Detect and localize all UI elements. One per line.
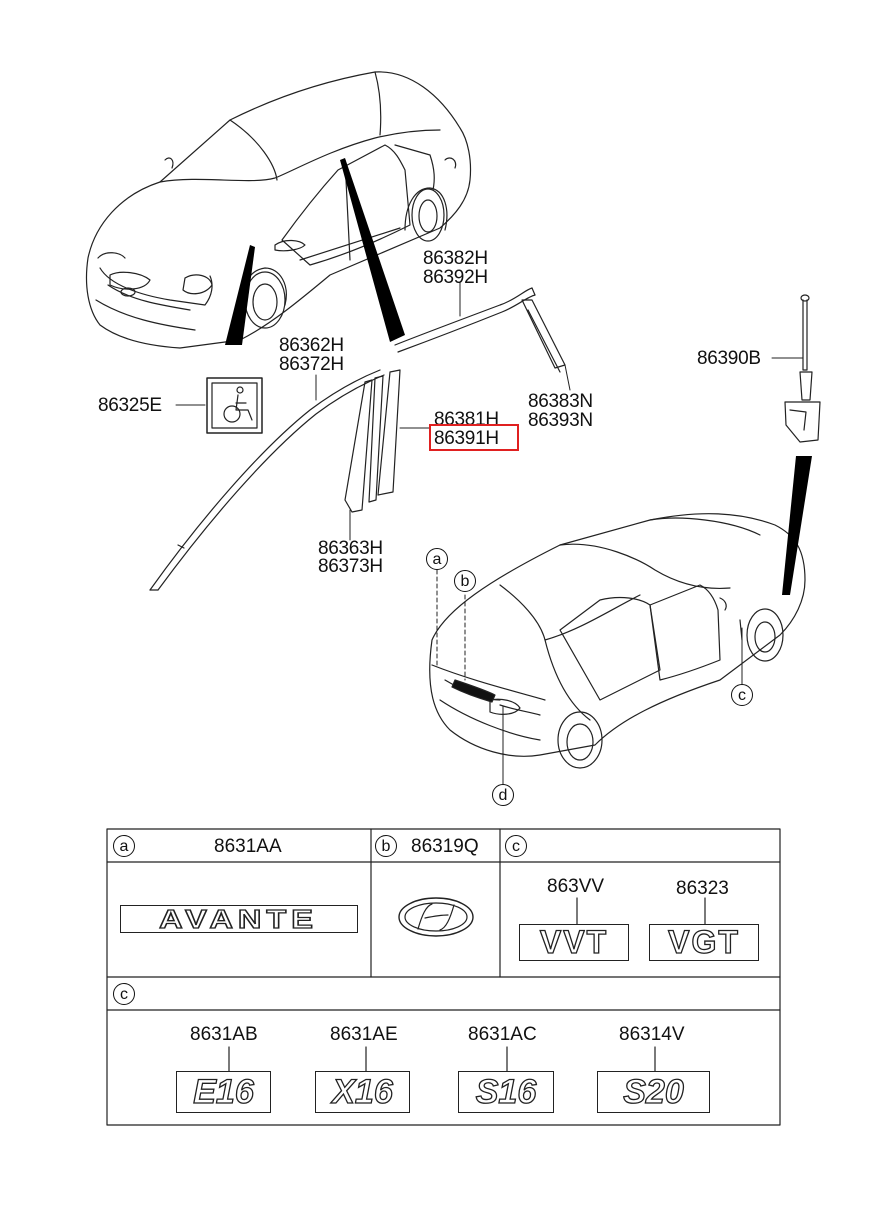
- part-8631AE: 8631AE: [330, 1024, 398, 1045]
- front-car-illustration: [85, 71, 472, 349]
- emblem-vvt: VVT: [519, 924, 629, 961]
- table-callout-c-row2: c: [113, 983, 135, 1005]
- leader-wedges: [225, 158, 812, 595]
- emblem-vgt: VGT: [649, 924, 759, 961]
- callout-a: a: [426, 548, 448, 570]
- emblem-x16: X16: [315, 1071, 410, 1113]
- label-86363H: 86363H: [318, 538, 383, 559]
- table-callout-b: b: [375, 835, 397, 857]
- label-86392H: 86392H: [423, 267, 488, 288]
- label-86382H: 86382H: [423, 248, 488, 269]
- label-86325E: 86325E: [98, 395, 162, 416]
- emblem-s20: S20: [597, 1071, 710, 1113]
- label-86383N: 86383N: [528, 391, 593, 412]
- table-callout-a: a: [113, 835, 135, 857]
- antenna-illustration: [784, 294, 821, 443]
- table-callout-c: c: [505, 835, 527, 857]
- hyundai-logo-icon: [398, 897, 474, 937]
- label-86390B: 86390B: [697, 348, 761, 369]
- part-8631AA: 8631AA: [214, 836, 282, 857]
- part-86323: 86323: [676, 878, 729, 899]
- emblem-e16: E16: [176, 1071, 271, 1113]
- roof-moulding-right: [394, 287, 536, 353]
- callout-b: b: [454, 570, 476, 592]
- emblem-avante: AVANTE: [120, 905, 358, 933]
- part-86319Q: 86319Q: [411, 836, 479, 857]
- handicap-badge-icon: [206, 377, 263, 434]
- emblem-table: [106, 828, 781, 1126]
- label-86393N: 86393N: [528, 410, 593, 431]
- part-863VV: 863VV: [547, 876, 605, 897]
- callout-c: c: [731, 684, 753, 706]
- label-86391H: 86391H: [434, 428, 499, 449]
- label-86362H: 86362H: [279, 335, 344, 356]
- part-86314V: 86314V: [619, 1024, 685, 1045]
- part-8631AC: 8631AC: [468, 1024, 537, 1045]
- emblem-s16: S16: [458, 1071, 554, 1113]
- highlight-box: [429, 424, 519, 451]
- label-86372H: 86372H: [279, 354, 344, 375]
- part-8631AB: 8631AB: [190, 1024, 258, 1045]
- leader-lines: [175, 282, 804, 786]
- roof-moulding-left: [149, 369, 385, 591]
- callout-d: d: [492, 784, 514, 806]
- rear-car-illustration: [429, 513, 806, 769]
- label-86373H: 86373H: [318, 556, 383, 577]
